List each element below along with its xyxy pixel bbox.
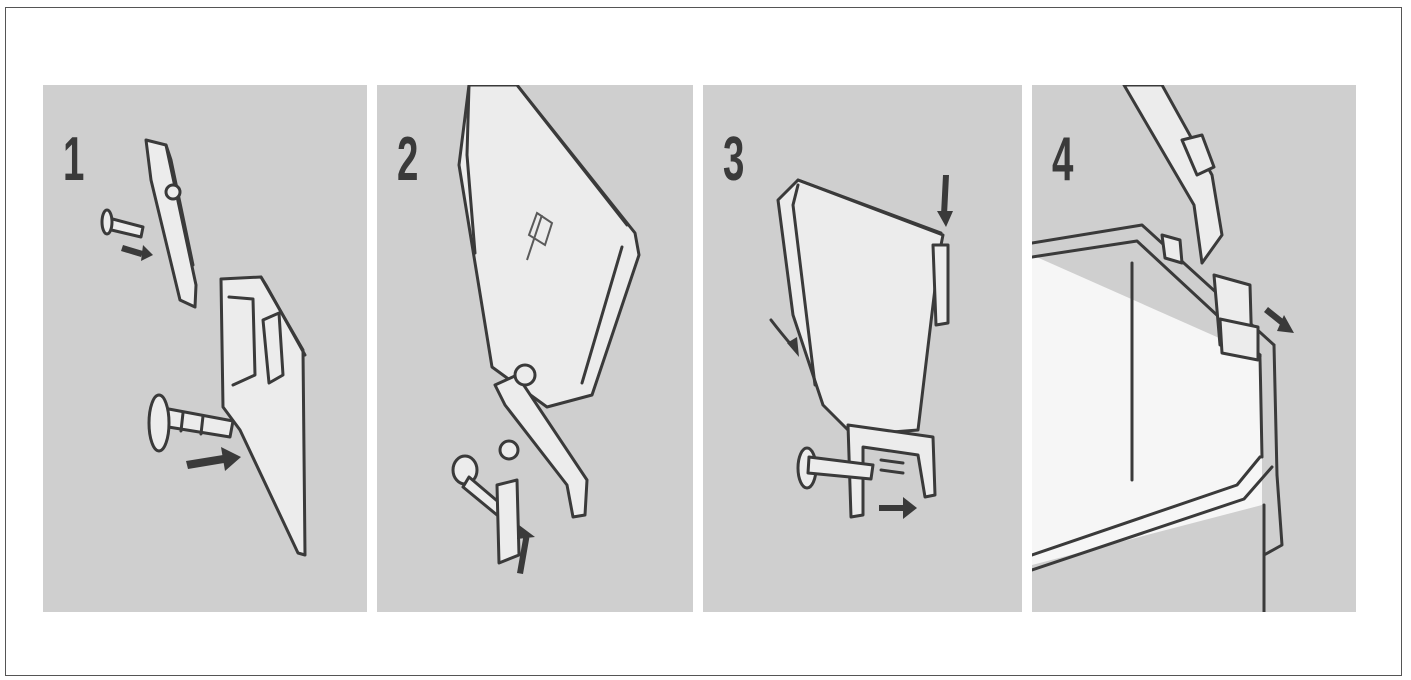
step-panel-1: 1 — [43, 85, 367, 612]
bracket-screw-icon — [43, 85, 367, 612]
step-panel-2: 2 — [377, 85, 693, 612]
basket-tighten-icon — [703, 85, 1022, 612]
step-panel-4: 4 — [1032, 85, 1356, 612]
rail-clamp-icon — [1032, 85, 1356, 612]
basket-screw-icon — [377, 85, 693, 612]
step-panel-3: 3 — [703, 85, 1022, 612]
